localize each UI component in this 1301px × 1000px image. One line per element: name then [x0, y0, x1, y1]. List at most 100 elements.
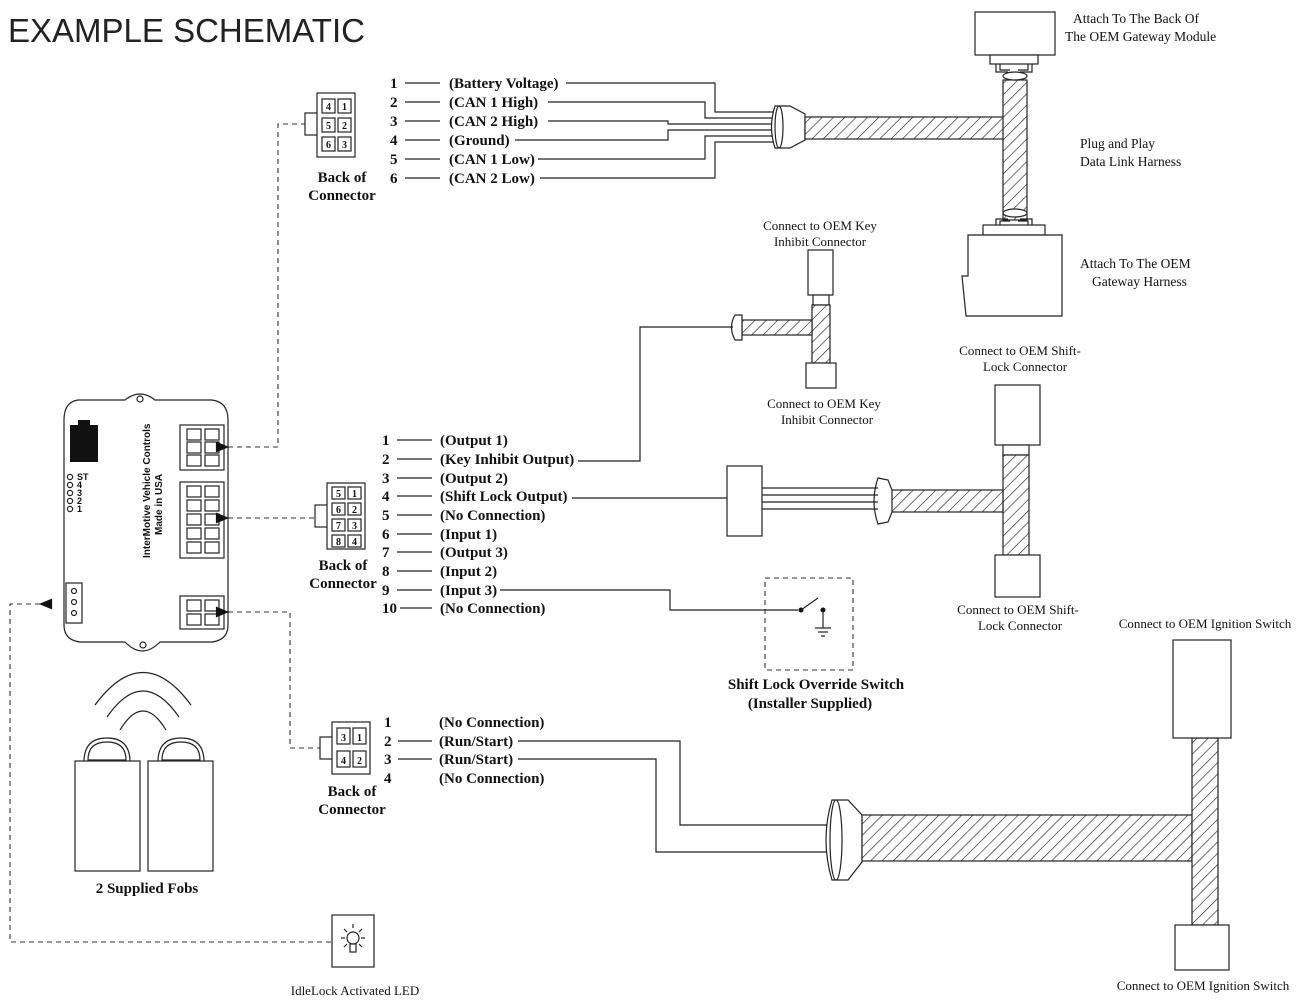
ignition-harness [825, 639, 1232, 971]
svg-text:7: 7 [382, 545, 390, 561]
svg-text:2: 2 [384, 734, 392, 750]
svg-text:1: 1 [357, 733, 362, 744]
svg-text:Lock Connector: Lock Connector [978, 618, 1063, 633]
led-label-1: 1 [77, 504, 82, 514]
page-title: EXAMPLE SCHEMATIC [8, 12, 365, 49]
svg-text:3: 3 [352, 521, 357, 532]
can-pin-1-label: (Battery Voltage) [449, 76, 559, 92]
gateway-module-connector [974, 11, 1056, 56]
control-module: ST 4 3 2 1 InterMotive Vehicle Controls … [63, 393, 229, 652]
can-connector-label: Back of [318, 170, 368, 186]
svg-text:1: 1 [342, 102, 347, 113]
svg-text:2: 2 [390, 95, 398, 111]
can-pin-4-label: (Ground) [449, 133, 510, 149]
io-pin-2-label: (Key Inhibit Output) [440, 452, 574, 468]
svg-text:6: 6 [390, 171, 398, 187]
svg-text:2: 2 [357, 756, 362, 767]
fob-right [147, 737, 214, 872]
can-connector: 4 1 5 2 6 3 Back of Connector [304, 92, 376, 204]
io-connector: 5 1 6 2 7 3 8 4 Back of Connector [309, 482, 377, 592]
svg-text:Data Link Harness: Data Link Harness [1080, 154, 1181, 169]
io-pin-6-label: (Input 1) [440, 527, 497, 543]
svg-text:Inhibit Connector: Inhibit Connector [781, 412, 874, 427]
svg-text:Connector: Connector [318, 802, 386, 818]
ignition-bottom-label: Connect to OEM Ignition Switch [1117, 978, 1290, 993]
svg-text:9: 9 [382, 583, 390, 599]
svg-text:4: 4 [352, 537, 357, 548]
ign-pin-3-label: (Run/Start) [439, 752, 513, 768]
io-pin-8-label: (Input 2) [440, 564, 497, 580]
led-label-st: ST [77, 472, 89, 482]
svg-text:1: 1 [352, 489, 357, 500]
io-pin-1-label: (Output 1) [440, 433, 508, 449]
svg-text:2: 2 [342, 121, 347, 132]
fob-signal-arcs [94, 671, 192, 731]
shift-lock-top-label: Connect to OEM Shift- [959, 343, 1081, 358]
io-pin-list: 1 2 3 4 5 6 7 8 9 10 (Output 1) (Key Inh… [382, 433, 798, 617]
svg-text:5: 5 [382, 508, 390, 524]
svg-text:3: 3 [390, 114, 398, 130]
can-pin-list: 1 2 3 4 5 6 (Battery Voltage) (CAN 1 Hig… [390, 76, 775, 187]
svg-text:1: 1 [382, 433, 390, 449]
data-link-harness [770, 11, 1063, 317]
svg-text:4: 4 [384, 771, 392, 787]
ignition-pin-list: 1 2 3 4 (No Connection) (Run/Start) (Run… [384, 715, 832, 853]
shift-lock-override-switch [764, 577, 854, 671]
svg-text:Gateway Harness: Gateway Harness [1092, 274, 1187, 289]
module-made-in: Made in USA [154, 474, 165, 535]
svg-text:3: 3 [382, 471, 390, 487]
svg-text:(Installer Supplied): (Installer Supplied) [748, 696, 872, 712]
io-connector-label: Back of [319, 558, 369, 574]
gateway-module-label: Attach To The Back Of [1073, 11, 1200, 26]
module-brand: InterMotive Vehicle Controls [142, 423, 153, 558]
lead-led [9, 598, 332, 943]
led-label-2: 2 [77, 496, 82, 506]
svg-text:5: 5 [336, 489, 341, 500]
io-pin-7-label: (Output 3) [440, 545, 508, 561]
key-inhibit-harness [578, 249, 837, 462]
svg-text:5: 5 [326, 121, 331, 132]
can-pin-2-label: (CAN 1 High) [449, 95, 538, 111]
svg-text:7: 7 [336, 521, 341, 532]
svg-text:4: 4 [326, 102, 331, 113]
svg-text:8: 8 [336, 537, 341, 548]
ign-pin-1-label: (No Connection) [439, 715, 544, 731]
io-pin-9-label: (Input 3) [440, 583, 497, 599]
svg-text:10: 10 [382, 601, 397, 617]
svg-text:1: 1 [390, 76, 398, 92]
svg-text:1: 1 [384, 715, 392, 731]
svg-text:Connector: Connector [308, 188, 376, 204]
io-pin-5-label: (No Connection) [440, 508, 545, 524]
svg-text:4: 4 [382, 489, 390, 505]
can-pin-3-label: (CAN 2 High) [449, 114, 538, 130]
svg-text:3: 3 [341, 733, 346, 744]
lead-can-connector [215, 123, 305, 453]
svg-text:5: 5 [390, 152, 398, 168]
svg-text:3: 3 [384, 752, 392, 768]
led-label-4: 4 [77, 480, 82, 490]
fob-left [74, 737, 141, 872]
io-pin-3-label: (Output 2) [440, 471, 508, 487]
io-pin-4-label: (Shift Lock Output) [440, 489, 568, 505]
svg-text:8: 8 [382, 564, 390, 580]
svg-text:2: 2 [382, 452, 390, 468]
gateway-harness-label: Attach To The OEM [1080, 256, 1191, 271]
harness-label: Plug and Play [1080, 136, 1155, 151]
shift-lock-bottom-label: Connect to OEM Shift- [957, 602, 1079, 617]
svg-text:Lock Connector: Lock Connector [983, 359, 1068, 374]
svg-text:Connector: Connector [309, 576, 377, 592]
shift-lock-harness [572, 384, 1041, 598]
led-label: IdleLock Activated LED [291, 983, 420, 998]
lead-ignition-connector [215, 606, 320, 749]
ign-pin-4-label: (No Connection) [439, 771, 544, 787]
svg-text:The OEM Gateway Module: The OEM Gateway Module [1065, 29, 1216, 44]
svg-text:6: 6 [336, 505, 341, 516]
svg-text:6: 6 [382, 527, 390, 543]
can-pin-5-label: (CAN 1 Low) [449, 152, 535, 168]
svg-text:4: 4 [390, 133, 398, 149]
gateway-harness-connector [961, 234, 1063, 317]
override-switch-label: Shift Lock Override Switch [728, 677, 905, 693]
svg-text:4: 4 [341, 756, 346, 767]
svg-text:6: 6 [326, 140, 331, 151]
